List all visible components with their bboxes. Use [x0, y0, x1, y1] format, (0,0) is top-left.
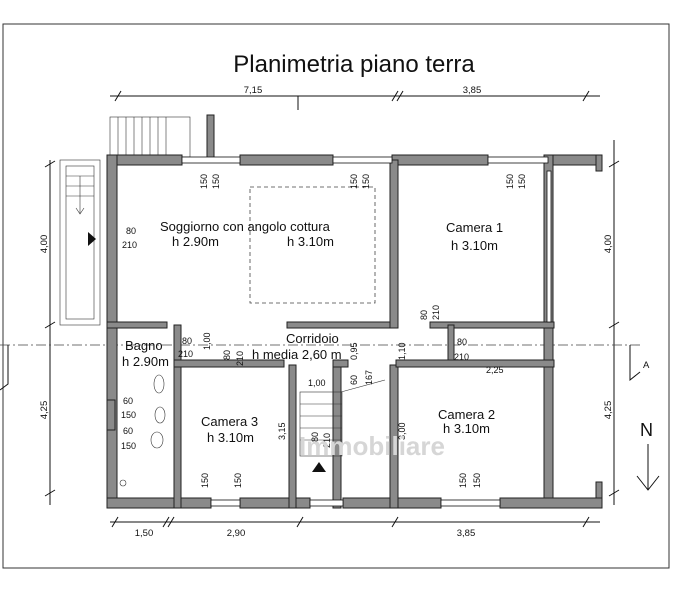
arrow-marker-icon [88, 232, 96, 246]
soggiorno-height-1: h 2.90m [172, 234, 219, 249]
top-dimension-line: 7,15 3,85 [110, 85, 600, 110]
opening-210-cam2: 210 [454, 352, 469, 362]
opening-150-bath-1: 150 [121, 410, 136, 420]
dim-top-left: 7,15 [244, 85, 263, 96]
opening-150-bath-2: 150 [121, 441, 136, 451]
dim-bottom-2: 2,90 [227, 528, 246, 539]
north-arrow: N [636, 420, 660, 491]
opening-150-6: 150 [517, 174, 527, 189]
dim-right-upper: 4,00 [603, 235, 614, 254]
stair-direction-icon [312, 462, 326, 472]
dim-cam3-height: 3,15 [277, 422, 287, 440]
dim-right-lower: 4,25 [603, 401, 614, 420]
opening-80-stair: 80 [310, 432, 320, 442]
dim-corridor-3: 1,10 [397, 342, 407, 360]
opening-150-5: 150 [505, 174, 515, 189]
opening-210-bagno: 210 [178, 349, 193, 359]
windows [181, 156, 552, 507]
walls [106, 114, 603, 509]
opening-210-cam3: 210 [235, 351, 245, 366]
opening-150-2: 150 [211, 174, 221, 189]
dim-bottom-3: 3,85 [457, 528, 476, 539]
plan-title: Planimetria piano terra [233, 51, 475, 78]
kitchen-area-outline [249, 186, 376, 304]
camera3-height: h 3.10m [207, 430, 254, 445]
corridoio-name: Corridoio [286, 331, 339, 346]
camera1-name: Camera 1 [446, 220, 503, 235]
sheet-border [2, 23, 670, 569]
bidet-icon [153, 374, 165, 394]
opening-167-stair: 167 [364, 370, 374, 385]
bathroom-fixtures [119, 374, 166, 487]
dim-left-lower: 4,25 [39, 401, 50, 420]
bagno-name: Bagno [125, 338, 163, 353]
camera2-name: Camera 2 [438, 407, 495, 422]
camera3-name: Camera 3 [201, 414, 258, 429]
opening-210-cam1: 210 [431, 305, 441, 320]
dim-corridor-2: 0,95 [349, 342, 359, 360]
soggiorno-name: Soggiorno con angolo cottura [160, 219, 331, 234]
dim-cam2-width: 2,25 [486, 365, 504, 375]
opening-150-10: 150 [472, 473, 482, 488]
sink-icon [150, 431, 164, 449]
external-stair-left [59, 159, 101, 326]
opening-80-bagno: 80 [182, 336, 192, 346]
north-label: N [640, 420, 653, 440]
camera1-height: h 3.10m [451, 238, 498, 253]
toilet-icon [154, 406, 166, 424]
opening-60-stair: 60 [349, 375, 359, 385]
dim-cam2-height: 3,00 [397, 422, 407, 440]
opening-80-cam3: 80 [222, 350, 232, 360]
opening-150-7: 150 [200, 473, 210, 488]
bagno-height: h 2.90m [122, 354, 169, 369]
opening-60-bath-1: 60 [123, 396, 133, 406]
opening-80-cam1: 80 [419, 310, 429, 320]
camera2-height: h 3.10m [443, 421, 490, 436]
opening-annotations: 150 150 150 150 150 150 80 210 80 210 80… [121, 174, 527, 488]
dim-corridor-4: 1,00 [308, 378, 326, 388]
section-marker: A [643, 360, 650, 371]
internal-stair [299, 379, 386, 457]
soggiorno-height-2: h 3.10m [287, 234, 334, 249]
opening-150-9: 150 [458, 473, 468, 488]
dim-corridor-1: 1,00 [202, 332, 212, 350]
opening-150-8: 150 [233, 473, 243, 488]
opening-210-left: 210 [122, 240, 137, 250]
opening-150-4: 150 [361, 174, 371, 189]
opening-80-left: 80 [126, 226, 136, 236]
right-dimension-line: 4,00 4,25 [603, 140, 620, 505]
dim-bottom-1: 1,50 [135, 528, 154, 539]
opening-210-stair: 210 [322, 433, 332, 448]
watermark-text: Immobiliare [299, 431, 445, 461]
external-stair-top [109, 116, 191, 158]
bottom-dimension-line: 1,50 2,90 3,85 [110, 516, 600, 539]
left-dimension-line: 4,00 4,25 [39, 160, 56, 505]
dim-left-upper: 4,00 [39, 235, 50, 254]
opening-150-1: 150 [199, 174, 209, 189]
drain-icon [119, 479, 127, 487]
dim-top-right: 3,85 [463, 85, 482, 96]
section-line-a: A [0, 344, 650, 391]
opening-150-3: 150 [349, 174, 359, 189]
opening-80-cam2: 80 [457, 337, 467, 347]
corridoio-height: h media 2,60 m [252, 347, 342, 362]
opening-60-bath-2: 60 [123, 426, 133, 436]
